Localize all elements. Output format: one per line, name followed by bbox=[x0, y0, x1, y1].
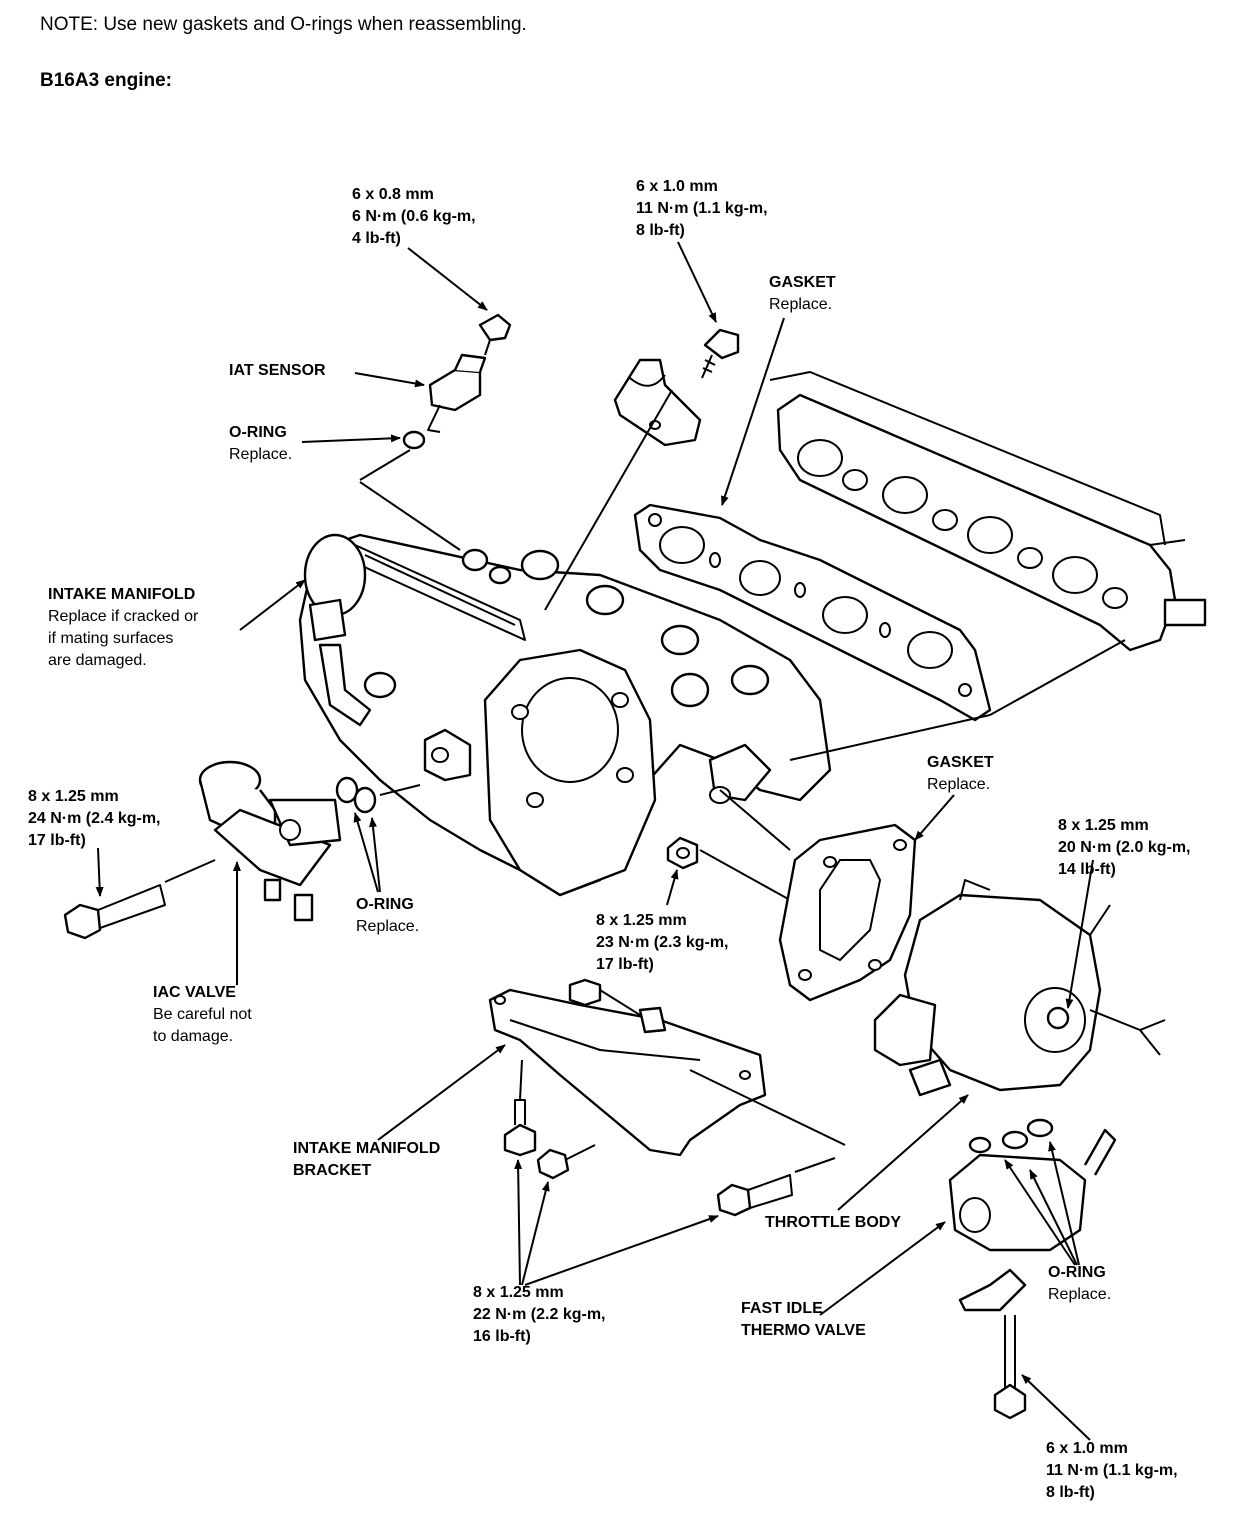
mid-nut-spec: 8 x 1.25 mm 23 N·m (2.3 kg-m, 17 lb-ft) bbox=[596, 912, 729, 973]
fast-idle-valve-part bbox=[948, 1118, 1117, 1420]
throttle-body-gasket bbox=[778, 823, 917, 1002]
fast-idle-valve-label: FAST IDLE THERMO VALVE bbox=[741, 1300, 866, 1339]
gasket-top-label: GASKET Replace. bbox=[769, 274, 836, 313]
throttle-body-label: THROTTLE BODY bbox=[765, 1214, 901, 1231]
oring-mid-label: O-RING Replace. bbox=[356, 896, 420, 935]
top-clip-bracket bbox=[613, 358, 702, 447]
leader-lines bbox=[95, 241, 1126, 1441]
manifold-bracket-label: INTAKE MANIFOLD BRACKET bbox=[293, 1140, 441, 1179]
cylinder-head bbox=[769, 371, 1207, 652]
intake-manifold bbox=[298, 533, 832, 897]
manifold-bracket-part bbox=[488, 978, 767, 1157]
iac-bolt-part bbox=[63, 859, 216, 940]
mid-nut-part bbox=[666, 789, 791, 901]
iat-bolt-spec: 6 x 0.8 mm 6 N·m (0.6 kg-m, 4 lb-ft) bbox=[352, 186, 476, 247]
bracket-bolts-part bbox=[503, 1069, 846, 1217]
iat-sensor-label: IAT SENSOR bbox=[229, 362, 326, 379]
throttle-bolt-spec: 8 x 1.25 mm 20 N·m (2.0 kg-m, 14 lb-ft) bbox=[1058, 817, 1191, 878]
top-bolt-spec: 6 x 1.0 mm 11 N·m (1.1 kg-m, 8 lb-ft) bbox=[636, 178, 768, 239]
note-text: NOTE: Use new gaskets and O-rings when r… bbox=[40, 14, 527, 35]
bottom-bolt-spec: 6 x 1.0 mm 11 N·m (1.1 kg-m, 8 lb-ft) bbox=[1046, 1440, 1178, 1501]
oring-top-label: O-RING Replace. bbox=[229, 424, 293, 463]
oring-bottom-label: O-RING Replace. bbox=[1048, 1264, 1112, 1303]
throttle-body-part bbox=[873, 879, 1166, 1097]
top-bolt-part bbox=[701, 328, 740, 379]
intake-manifold-label: INTAKE MANIFOLD Replace if cracked or if… bbox=[48, 586, 199, 669]
engine-label: B16A3 engine: bbox=[40, 70, 172, 91]
bracket-bolt-spec: 8 x 1.25 mm 22 N·m (2.2 kg-m, 16 lb-ft) bbox=[473, 1284, 606, 1345]
gasket-mid-label: GASKET Replace. bbox=[927, 754, 994, 793]
iac-bolt-spec: 8 x 1.25 mm 24 N·m (2.4 kg-m, 17 lb-ft) bbox=[28, 788, 161, 849]
iat-sensor-part bbox=[359, 313, 512, 551]
iac-valve-label: IAC VALVE Be careful not to damage. bbox=[153, 984, 252, 1045]
iac-valve-part bbox=[198, 760, 421, 922]
manifold-gasket bbox=[633, 503, 992, 722]
